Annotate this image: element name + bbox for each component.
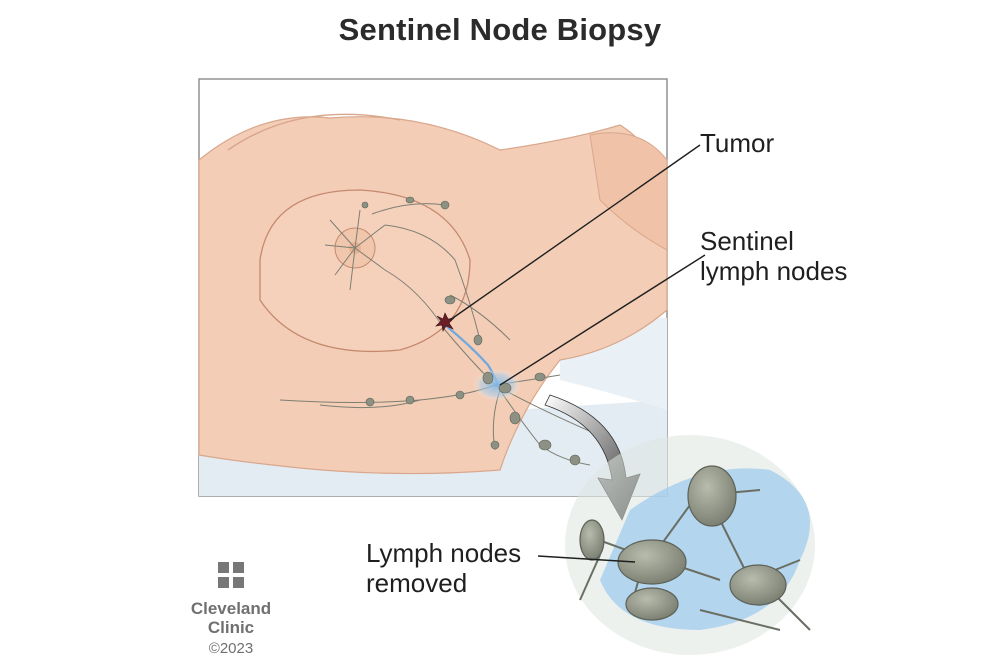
logo-name-line2: Clinic	[207, 618, 255, 637]
removed-nodes-inset	[565, 435, 815, 655]
sentinel-leader-line	[499, 254, 706, 386]
logo-name-line1: Cleveland	[190, 599, 272, 618]
removed-label-line2: removed	[366, 568, 468, 598]
sentinel-label-line1: Sentinel	[700, 226, 794, 256]
cleveland-clinic-logo: Cleveland Clinic ©2023	[186, 562, 276, 659]
copyright: ©2023	[208, 640, 254, 657]
diagram-title: Sentinel Node Biopsy	[338, 12, 662, 47]
tumor-label: Tumor	[700, 128, 775, 158]
sentinel-label-line2: lymph nodes	[700, 256, 848, 286]
sentinel-glow	[473, 369, 521, 401]
cleveland-clinic-cross-icon	[218, 562, 244, 588]
breast	[259, 189, 471, 353]
lymph-nodes-small	[361, 196, 581, 466]
tumor-leader-line	[449, 144, 701, 321]
removed-label-line1: Lymph nodes	[366, 538, 522, 568]
shoulder	[589, 132, 668, 251]
removed-leader-line	[537, 555, 636, 563]
